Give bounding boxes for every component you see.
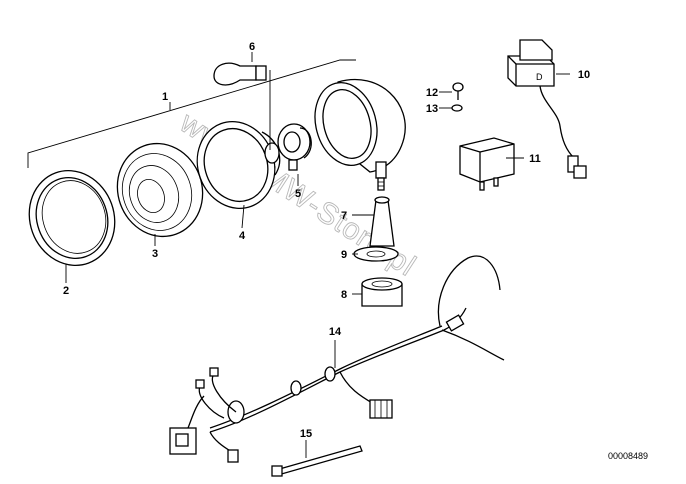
- label-part-15: 15: [300, 428, 312, 440]
- label-part-4: 4: [239, 230, 246, 242]
- label-part-11: 11: [529, 153, 541, 165]
- rubber-boot: [352, 196, 395, 247]
- part-labels: 1 2 3 4 5 6 7 8 9 10 11 12 13 14 15: [63, 41, 590, 440]
- label-part-12: 12: [426, 87, 438, 99]
- reflector: [196, 121, 281, 229]
- bulb-socket: [277, 123, 312, 186]
- reference-code: 00008489: [608, 451, 648, 461]
- label-part-14: 14: [329, 326, 342, 338]
- label-part-1: 1: [162, 91, 168, 103]
- label-part-6: 6: [249, 41, 255, 53]
- relay-letter: D: [536, 72, 543, 82]
- label-part-13: 13: [426, 103, 438, 115]
- flasher-unit: [459, 137, 524, 191]
- label-part-2: 2: [63, 285, 69, 297]
- label-part-9: 9: [341, 249, 347, 261]
- label-part-5: 5: [295, 188, 301, 200]
- label-part-8: 8: [341, 289, 347, 301]
- cable-tie: [271, 440, 363, 477]
- relay-unit: D: [507, 39, 587, 179]
- label-part-7: 7: [341, 210, 347, 222]
- mounting-clamp: [352, 277, 403, 307]
- screw: [439, 82, 464, 100]
- bulb: [213, 52, 271, 150]
- gasket: [352, 246, 399, 262]
- label-part-3: 3: [152, 248, 158, 260]
- assembly-bracket: [27, 59, 356, 168]
- washer: [439, 104, 463, 112]
- wiring-harness: [169, 255, 505, 463]
- trim-ring: [28, 170, 116, 283]
- lamp-housing: [314, 78, 406, 191]
- label-part-10: 10: [578, 69, 590, 81]
- lens: [116, 142, 204, 246]
